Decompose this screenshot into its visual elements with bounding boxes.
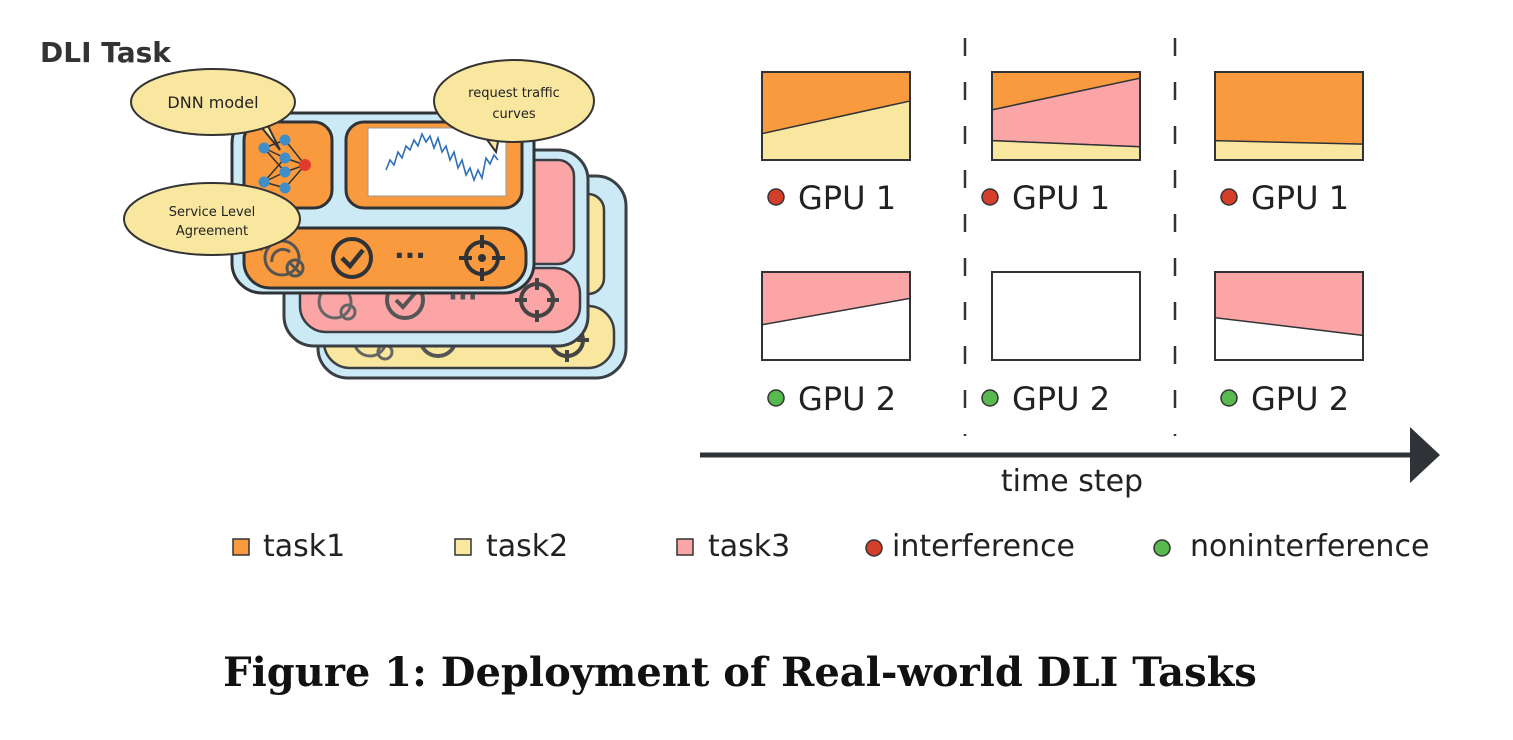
callout-traffic-curves: request traffic curves: [433, 59, 595, 155]
gpu2-step2-status-dot: [981, 389, 999, 407]
dli-task-title: DLI Task: [40, 36, 172, 69]
gpu2-step3-status-dot: [1220, 389, 1238, 407]
gpu2-step3-label: GPU 2: [1251, 380, 1349, 418]
legend-task2-label: task2: [486, 529, 568, 564]
gpu2-step2-label: GPU 2: [1012, 380, 1110, 418]
gpu1-step3-label: GPU 1: [1251, 179, 1349, 217]
dli-task-illustration: DLI Task ···: [40, 36, 628, 380]
legend-task1-swatch: [232, 538, 250, 556]
gpu2-step1-box: [761, 271, 911, 361]
gpu2-step1-label: GPU 2: [798, 380, 896, 418]
ellipsis: ···: [394, 239, 426, 272]
legend-task3-swatch: [676, 538, 694, 556]
callout-sla-line1: Service Level: [169, 205, 256, 220]
check-circle-icon: [331, 237, 373, 279]
legend-task3-label: task3: [708, 529, 790, 564]
callout-sla: Service Level Agreement: [123, 182, 301, 256]
gpu-boxes: [761, 71, 1364, 361]
gpu1-step2-status-dot: [981, 188, 999, 206]
time-axis-label: time step: [1001, 464, 1143, 499]
gpu-labels: GPU 1 GPU 2 GPU 1 GPU 2 GPU 1 GPU 2: [767, 179, 1349, 418]
legend-interference-dot: [865, 539, 883, 557]
gpu2-step2-idle-area: [992, 272, 1140, 360]
gpu1-step3-box: [1214, 71, 1364, 161]
task-card-front: ···: [230, 111, 536, 295]
legend: task1 task2 task3 interference noninterf…: [232, 529, 1429, 564]
callout-dnn-model-text: DNN model: [167, 93, 258, 112]
legend-interference-label: interference: [892, 529, 1075, 564]
gpu2-step1-status-dot: [767, 389, 785, 407]
legend-task2-swatch: [454, 538, 472, 556]
legend-noninterference-label: noninterference: [1190, 529, 1429, 564]
target-icon-middle: [515, 278, 559, 322]
figure-caption: Figure 1: Deployment of Real-world DLI T…: [223, 649, 1257, 696]
callout-dnn-model: DNN model: [130, 68, 296, 151]
dnn-network-icon: [258, 134, 311, 194]
gpu1-step1-status-dot: [767, 188, 785, 206]
legend-noninterference-dot: [1153, 539, 1171, 557]
callout-traffic-line2: curves: [492, 107, 535, 122]
callout-traffic-line1: request traffic: [468, 86, 560, 101]
target-icon: [459, 235, 505, 281]
traffic-curve-line: [385, 131, 499, 183]
time-axis-arrowhead: [1410, 427, 1440, 483]
gpu2-step3-box: [1214, 271, 1364, 361]
callout-sla-line2: Agreement: [176, 224, 248, 239]
gpu1-step1-box: [761, 71, 911, 161]
gpu1-step1-label: GPU 1: [798, 179, 896, 217]
gpu2-step2-box: [991, 271, 1141, 361]
gpu1-step2-label: GPU 1: [1012, 179, 1110, 217]
gpu1-step3-task2-area: [1214, 139, 1364, 161]
gpu-timeline: GPU 1 GPU 2 GPU 1 GPU 2 GPU 1 GPU 2 time step: [700, 38, 1440, 499]
gpu1-step3-status-dot: [1220, 188, 1238, 206]
gpu1-step2-box: [991, 71, 1141, 161]
legend-task1-label: task1: [263, 529, 345, 564]
